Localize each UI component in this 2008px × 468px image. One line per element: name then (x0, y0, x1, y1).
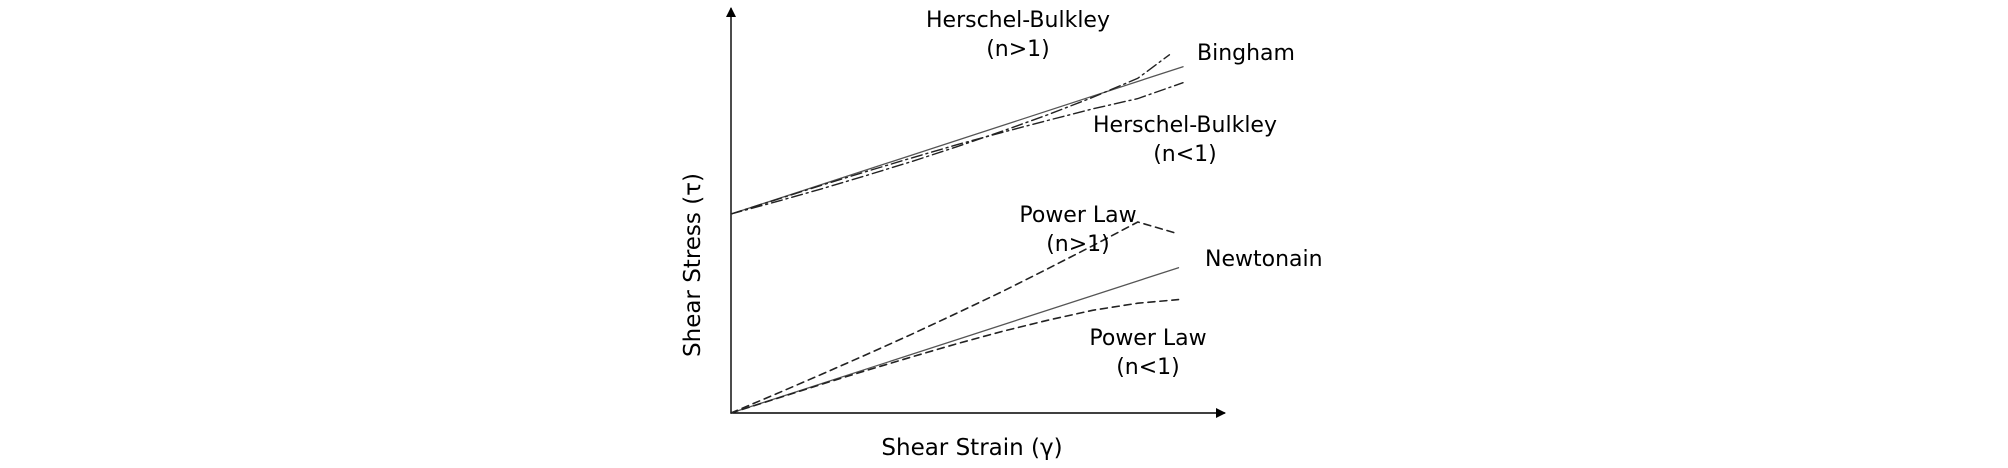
series-label-newtonain: Newtonain (1205, 247, 1323, 272)
series-label-line: (n<1) (1153, 142, 1217, 167)
series-label-line: Power Law (1019, 203, 1136, 228)
series-label-bingham: Bingham (1197, 41, 1295, 66)
series-label-herschel-bulkley-n-1: Herschel-Bulkley (n<1) (1093, 113, 1277, 167)
series-line-power-law-n-1 (730, 298, 1180, 414)
y-axis-label: Shear Stress (τ) (680, 173, 706, 357)
x-axis-label: Shear Strain (γ) (881, 435, 1062, 461)
series-label-power-law-n-1: Power Law (n<1) (1089, 326, 1206, 380)
series-line-herschel-bulkley-n-1 (730, 82, 1184, 215)
series-label-line: Bingham (1197, 41, 1295, 66)
series-label-line: (n<1) (1116, 355, 1180, 380)
series-label-line: (n>1) (986, 37, 1050, 62)
series-label-line: Herschel-Bulkley (1093, 113, 1277, 138)
series-label-herschel-bulkley-n-1: Herschel-Bulkley (n>1) (926, 8, 1110, 62)
axes (726, 7, 1226, 418)
series-line-herschel-bulkley-n-1 (730, 54, 1171, 215)
series-label-power-law-n-1: Power Law (n>1) (1019, 203, 1136, 257)
series-label-line: Power Law (1089, 326, 1206, 351)
curves (730, 54, 1184, 414)
series-label-line: Herschel-Bulkley (926, 8, 1110, 33)
series-line-power-law-n-1 (730, 221, 1180, 414)
series-label-line: (n>1) (1046, 232, 1110, 257)
curve-labels: BinghamHerschel-Bulkley(n>1)Herschel-Bul… (926, 8, 1323, 380)
series-label-line: Newtonain (1205, 247, 1323, 272)
